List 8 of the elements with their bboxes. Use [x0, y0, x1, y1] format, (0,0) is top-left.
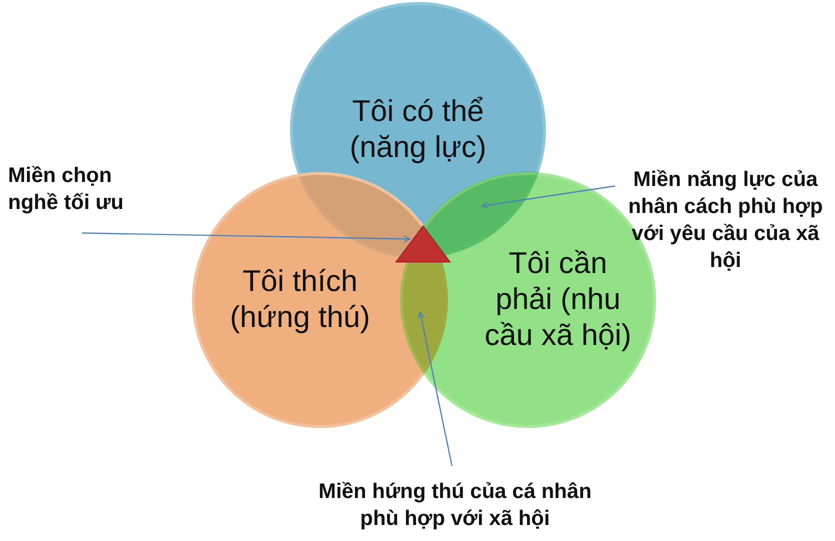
overlap-region — [400, 225, 448, 375]
leader-arrow — [482, 185, 616, 209]
callout-label: Miền chọn nghề tối ưu — [8, 162, 148, 216]
circle-label: Tôi có thể (năng lực) — [348, 94, 488, 166]
leader-arrow — [418, 312, 453, 466]
circle-label: Tôi thích (hứng thú) — [228, 264, 372, 336]
leader-arrow — [82, 232, 410, 243]
callout-label: Miền hứng thú của cá nhân phù hợp với xã hội — [305, 478, 605, 532]
